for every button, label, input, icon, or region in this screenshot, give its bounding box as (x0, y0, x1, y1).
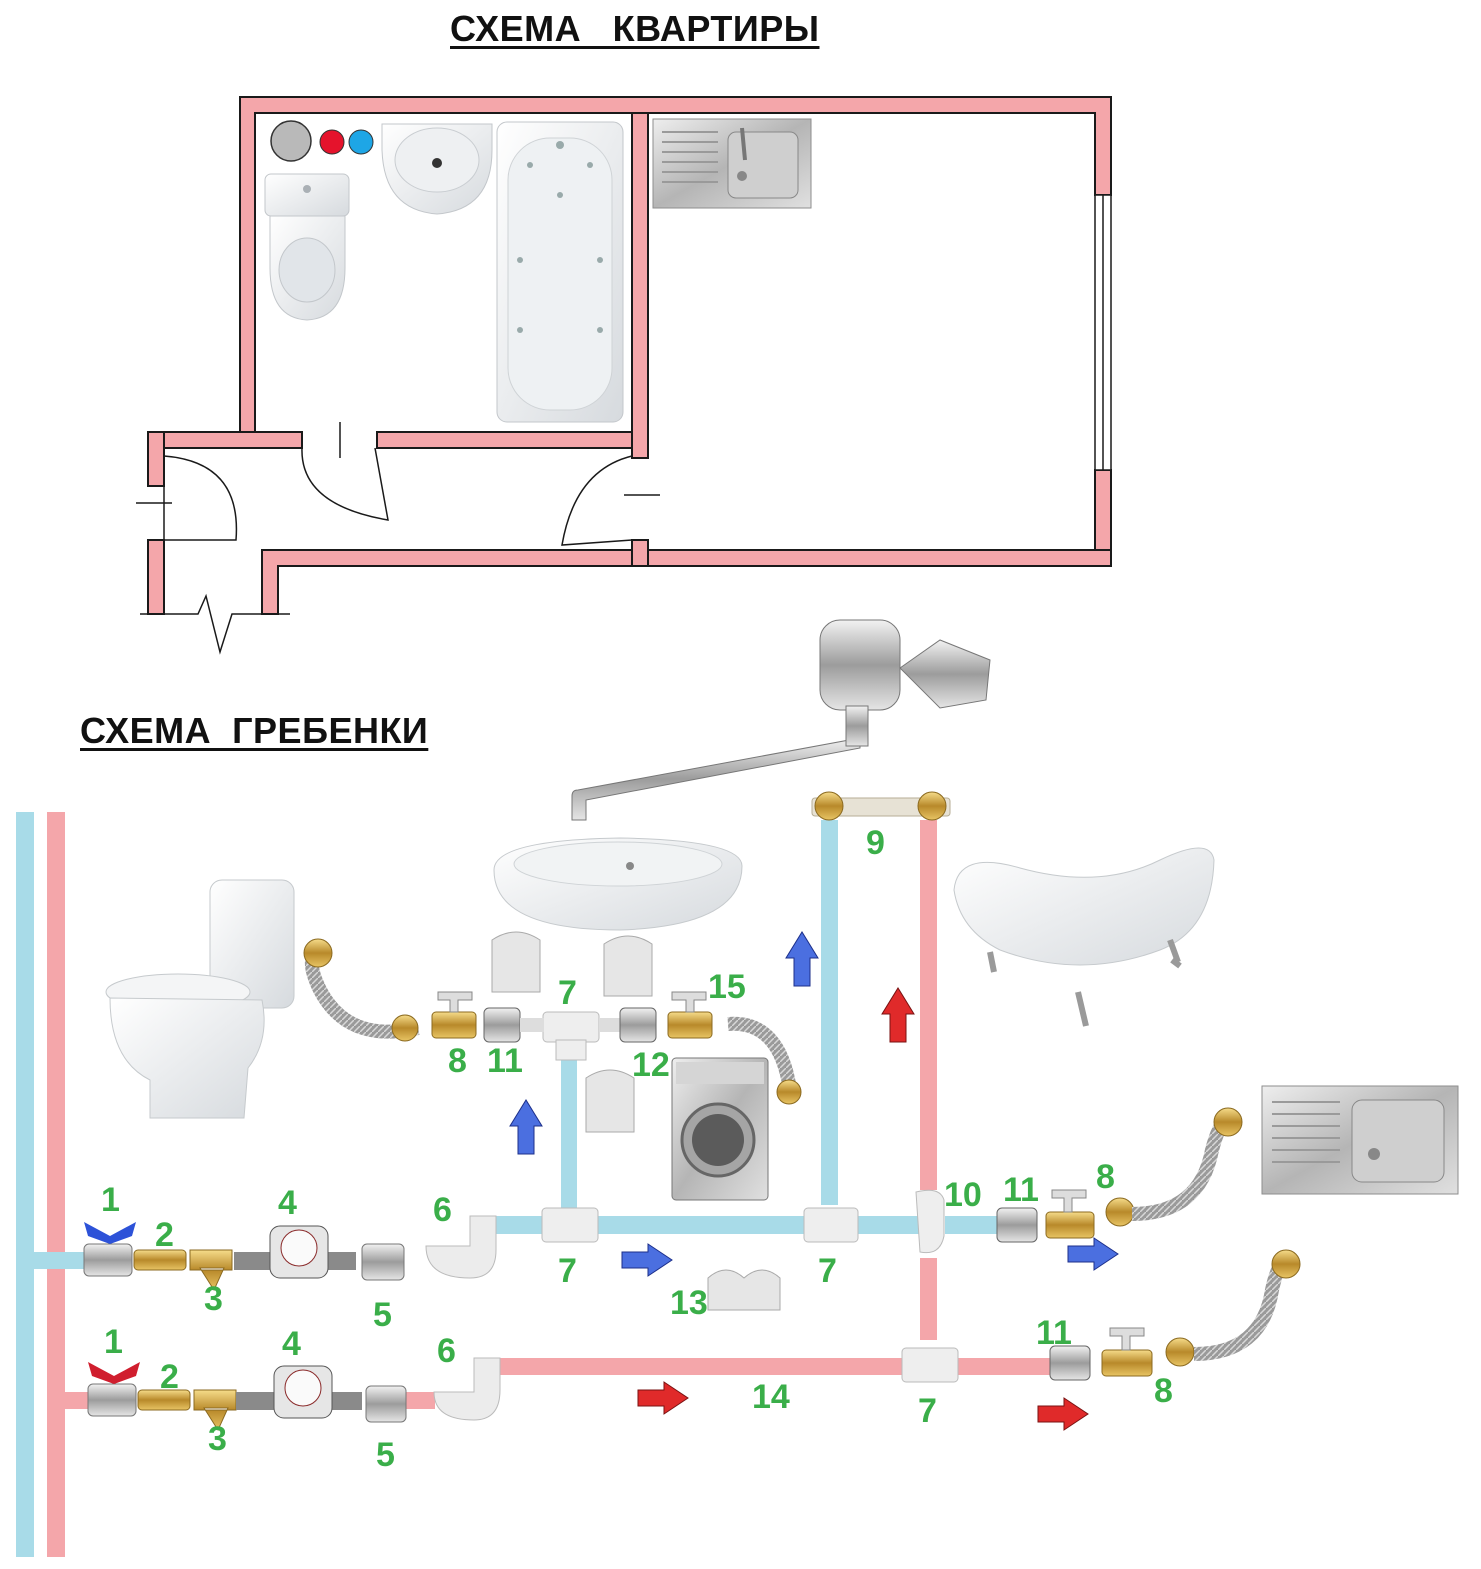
clip-upper-left (491, 931, 541, 993)
plan-toilet-icon (264, 173, 350, 321)
label-n4-hot: 4 (282, 1325, 301, 1363)
washing-machine-icon (671, 1057, 769, 1201)
label-n12: 12 (632, 1046, 670, 1084)
label-n1-cold: 1 (101, 1181, 120, 1219)
arrow-right-cold-1 (621, 1243, 673, 1277)
label-n1-hot: 1 (104, 1323, 123, 1361)
label-n3-cold: 3 (204, 1280, 223, 1318)
plan-bathtub-icon (496, 121, 624, 423)
title-manifold-scheme: СХЕМА ГРЕБЕНКИ (80, 710, 429, 751)
label-n5-hot: 5 (376, 1436, 395, 1474)
clip-double (707, 1269, 781, 1311)
valve-handle-cold (84, 1222, 136, 1244)
label-n8-toilet: 8 (448, 1042, 467, 1080)
label-n10: 10 (944, 1176, 982, 1214)
arrow-up-hot (881, 987, 915, 1043)
tees (541, 1011, 959, 1383)
hot-lines (65, 820, 1050, 1409)
nipple-hot (137, 1389, 191, 1411)
pipe-clips (491, 931, 781, 1311)
apartment-plan (136, 96, 1112, 655)
toilet-branch (303, 938, 544, 1043)
label-n14: 14 (752, 1378, 790, 1416)
washbasin-icon (493, 837, 743, 931)
label-n2-cold: 2 (155, 1216, 174, 1254)
elbow-cold (425, 1215, 497, 1279)
union-cold (361, 1243, 405, 1281)
ball-valve-hot (87, 1383, 137, 1417)
label-n8-kitchen-hot: 8 (1154, 1372, 1173, 1410)
label-n9: 9 (866, 824, 885, 862)
arrow-right-hot-1 (637, 1381, 689, 1415)
label-n7-upper: 7 (558, 974, 577, 1012)
hot-inlet-assembly (87, 1357, 501, 1432)
tee-cold-2 (803, 1207, 859, 1243)
plan-kitchen-sink-icon (652, 118, 812, 209)
break-line (140, 593, 290, 655)
kitchen-sink-icon (1261, 1085, 1459, 1195)
window (1094, 194, 1112, 471)
doors (136, 422, 660, 546)
arrow-up-cold-2 (785, 931, 819, 987)
riser-cold-pipe (16, 812, 34, 1557)
plan-washbasin-icon (381, 123, 493, 215)
wall-hall-left-bottom (147, 539, 165, 615)
label-n13: 13 (670, 1284, 708, 1322)
label-n8-kitchen-cold: 8 (1096, 1158, 1115, 1196)
label-n11-toilet: 11 (487, 1042, 523, 1080)
label-n7-hot: 7 (918, 1392, 937, 1430)
arrow-right-cold-2 (1067, 1237, 1119, 1271)
tee-upper (542, 1011, 600, 1043)
bathtub-icon (953, 847, 1215, 1027)
label-n2-hot: 2 (160, 1358, 179, 1396)
flow-arrows (509, 931, 1119, 1431)
label-n15: 15 (708, 968, 746, 1006)
walls (147, 96, 1112, 615)
label-n11-kitchen-cold: 11 (1003, 1171, 1039, 1209)
strainer-cold (189, 1249, 233, 1292)
wall-hall-left-top (147, 431, 165, 487)
tee-hot (901, 1347, 959, 1383)
title-apartment-scheme: СХЕМА КВАРТИРЫ (450, 8, 820, 49)
arrow-up-cold-1 (509, 1099, 543, 1155)
wall-fitting-plate (811, 791, 951, 821)
label-n4-cold: 4 (278, 1184, 297, 1222)
wall-bathroom-partition (631, 112, 649, 459)
arrow-right-hot-2 (1037, 1397, 1089, 1431)
wall-bathroom-bottom-left (147, 431, 303, 449)
manifold-scheme (16, 619, 1459, 1557)
kitchen-hot-branch (1049, 1249, 1301, 1381)
washer-branch (599, 991, 802, 1105)
label-n3-hot: 3 (208, 1420, 227, 1458)
tee-cold-1 (541, 1207, 599, 1243)
label-n11-kitchen-hot: 11 (1036, 1314, 1072, 1352)
label-n6-hot: 6 (437, 1332, 456, 1370)
union-hot (365, 1385, 407, 1423)
valve-handle-hot (88, 1362, 140, 1384)
cold-inlet-assembly (83, 1215, 497, 1292)
wall-room-right-stub (631, 539, 649, 567)
bath-faucet-icon (571, 619, 991, 821)
label-n7-cold-b: 7 (818, 1252, 837, 1290)
riser-hot-icon (319, 129, 345, 155)
riser-sewer-icon (270, 120, 312, 162)
wall-bathroom-bottom-right (376, 431, 633, 449)
nipple-cold (133, 1249, 187, 1271)
label-n5-cold: 5 (373, 1296, 392, 1334)
label-n6-cold: 6 (433, 1191, 452, 1229)
wall-bottom (261, 549, 1112, 615)
label-n7-cold-a: 7 (558, 1252, 577, 1290)
clip-lower (585, 1069, 635, 1133)
elbow-hot (433, 1357, 501, 1421)
riser-cold-icon (348, 129, 374, 155)
kitchen-cold-branch (996, 1107, 1243, 1243)
bypass-fitting (915, 1189, 945, 1254)
clip-upper-right (603, 935, 653, 997)
riser-hot-pipe (47, 812, 65, 1557)
cold-lines (34, 820, 997, 1269)
ball-valve-cold (83, 1243, 133, 1277)
toilet-icon (105, 879, 295, 1119)
